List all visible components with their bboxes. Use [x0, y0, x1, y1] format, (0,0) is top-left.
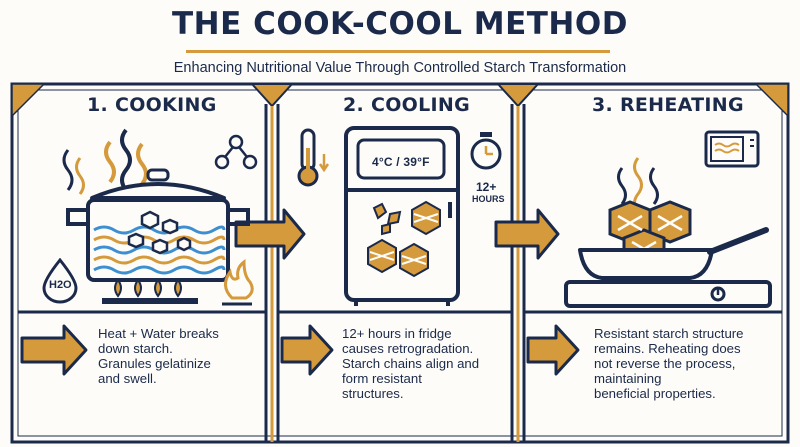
thermometer-icon — [297, 128, 330, 187]
panel-description-reheating: Resistant starch structure remains. Rehe… — [594, 326, 744, 401]
description-line: Starch chains align and — [342, 356, 480, 371]
description-line: causes retrogradation. — [342, 341, 474, 356]
page-title: THE COOK-COOL METHOD — [172, 6, 628, 42]
panel-description-cooling: 12+ hours in fridge causes retrogradatio… — [342, 326, 479, 401]
description-line: Heat + Water breaks — [98, 326, 219, 341]
description-line: form resistant — [342, 371, 422, 386]
description-line: maintaining — [594, 371, 662, 386]
description-line: Resistant starch structure — [594, 326, 744, 341]
panel-title-cooking: 1. COOKING — [87, 94, 217, 116]
timer-icon — [470, 132, 502, 170]
fridge-illustration — [297, 126, 502, 306]
panel-title-reheating: 3. REHEATING — [592, 94, 744, 116]
water-drop-label: H2O — [49, 279, 72, 291]
description-line: beneficial properties. — [594, 386, 716, 401]
timer-unit: HOURS — [472, 194, 505, 204]
molecule-icon — [214, 134, 258, 170]
description-line: 12+ hours in fridge — [342, 326, 452, 341]
description-line: structures. — [342, 386, 404, 401]
microwave-icon — [704, 130, 760, 168]
description-line: down starch. — [98, 341, 173, 356]
fridge-temperature-display: 4°C / 39°F — [372, 155, 430, 169]
reheating-pan-illustration — [564, 130, 772, 308]
arrow-right-icon — [234, 208, 306, 260]
flame-icon — [222, 258, 254, 306]
panel-title-cooling: 2. COOLING — [343, 94, 470, 116]
description-line: not reverse the process, — [594, 356, 736, 371]
arrow-right-icon — [494, 208, 560, 260]
diagram-frame — [10, 82, 790, 444]
timer-value: 12+ — [476, 180, 497, 194]
cooking-pot-illustration — [62, 128, 258, 306]
panel-description-cooking: Heat + Water breaks down starch. Granule… — [98, 326, 219, 386]
description-line: Granules gelatinize — [98, 356, 211, 371]
title-underline — [186, 50, 610, 53]
description-line: and swell. — [98, 371, 157, 386]
page-subtitle: Enhancing Nutritional Value Through Cont… — [173, 60, 627, 76]
water-drop-icon — [42, 258, 78, 304]
description-line: remains. Reheating does — [594, 341, 741, 356]
